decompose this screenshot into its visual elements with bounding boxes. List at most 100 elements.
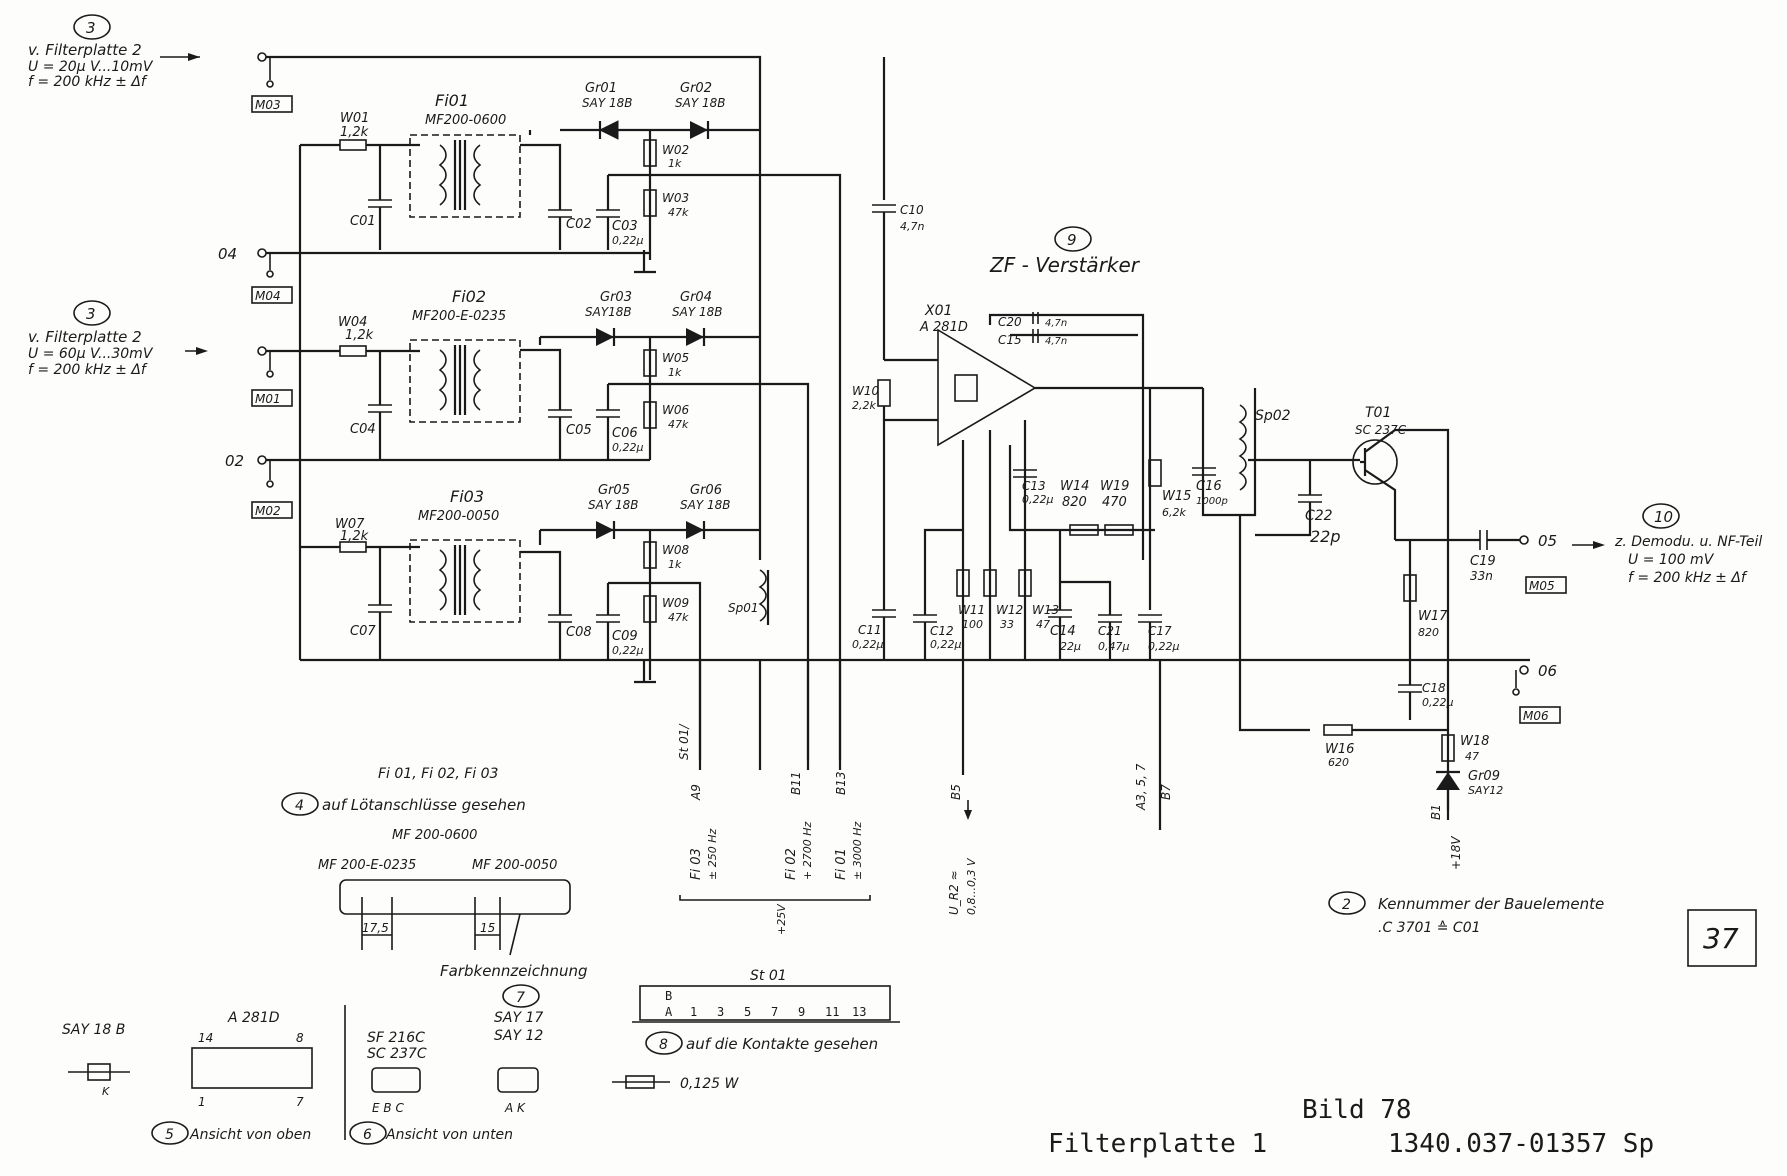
svg-text:Kennummer der Bauelemente: Kennummer der Bauelemente [1378, 895, 1604, 913]
svg-text:W07: W07 [335, 517, 365, 532]
svg-text:4,7n: 4,7n [1045, 336, 1067, 347]
svg-text:± 3000 Hz: ± 3000 Hz [851, 822, 864, 880]
svg-text:± 250 Hz: ± 250 Hz [706, 829, 719, 880]
svg-text:T01: T01 [1365, 405, 1391, 421]
svg-text:W14: W14 [1060, 479, 1089, 494]
svg-text:Ansicht von unten: Ansicht von unten [385, 1127, 513, 1143]
svg-text:0,22μ: 0,22μ [852, 638, 884, 651]
svg-text:U = 100 mV: U = 100 mV [1628, 552, 1715, 568]
svg-text:C16: C16 [1196, 479, 1222, 494]
svg-text:7: 7 [516, 990, 525, 1006]
svg-text:14: 14 [198, 1031, 213, 1045]
svg-text:St 01: St 01 [750, 968, 787, 984]
svg-text:5: 5 [165, 1127, 174, 1143]
svg-text:+25V: +25V [775, 903, 788, 935]
svg-text:0,22μ: 0,22μ [612, 644, 644, 657]
svg-text:Gr02: Gr02 [680, 81, 712, 96]
svg-text:1k: 1k [668, 366, 682, 379]
svg-text:47: 47 [1036, 618, 1050, 631]
svg-text:v. Filterplatte 2: v. Filterplatte 2 [28, 328, 142, 346]
svg-text:Farbkennzeichnung: Farbkennzeichnung [440, 962, 588, 980]
svg-text:W06: W06 [662, 403, 690, 417]
svg-text:Gr03: Gr03 [600, 290, 632, 305]
svg-text:1000p: 1000p [1196, 496, 1228, 507]
svg-text:C18: C18 [1422, 681, 1446, 695]
svg-text:X01: X01 [924, 303, 952, 319]
svg-text:Gr04: Gr04 [680, 290, 712, 305]
svg-text:Fi 02: Fi 02 [784, 848, 799, 880]
svg-text:37: 37 [1703, 922, 1739, 955]
svg-text:6,2k: 6,2k [1162, 506, 1186, 519]
svg-text:MF200-E-0235: MF200-E-0235 [412, 309, 506, 324]
svg-text:100: 100 [962, 618, 983, 631]
connector-pin-number: 9 [798, 1005, 805, 1019]
input-01-annotation: 3 v. Filterplatte 2 U = 60μ V...30mV f =… [28, 300, 208, 378]
svg-text:6: 6 [363, 1127, 372, 1143]
svg-text:K: K [102, 1085, 110, 1098]
svg-text:Ansicht von oben: Ansicht von oben [189, 1127, 311, 1143]
svg-text:SAY 18B: SAY 18B [672, 305, 722, 319]
svg-text:C10: C10 [900, 203, 924, 217]
svg-text:Sp02: Sp02 [1255, 408, 1291, 424]
svg-text:33n: 33n [1470, 569, 1493, 583]
svg-text:SAY 18B: SAY 18B [588, 498, 638, 512]
svg-text:02: 02 [225, 452, 244, 470]
svg-text:W01: W01 [340, 111, 369, 126]
svg-text:M02: M02 [255, 504, 281, 518]
svg-text:W16: W16 [1325, 742, 1354, 757]
svg-text:SAY12: SAY12 [1468, 784, 1503, 797]
svg-text:C02: C02 [566, 217, 592, 232]
svg-text:ZF - Verstärker: ZF - Verstärker [989, 253, 1141, 277]
svg-text:W19: W19 [1100, 479, 1129, 494]
svg-text:z. Demodu. u. NF-Teil: z. Demodu. u. NF-Teil [1614, 534, 1762, 550]
svg-text:47k: 47k [668, 206, 689, 219]
svg-text:470: 470 [1102, 495, 1127, 510]
svg-text:8: 8 [296, 1031, 304, 1045]
svg-text:C03: C03 [612, 219, 638, 234]
svg-text:47k: 47k [668, 418, 689, 431]
svg-text:f = 200 kHz ± Δf: f = 200 kHz ± Δf [28, 74, 148, 90]
svg-text:1340.037-01357 Sp: 1340.037-01357 Sp [1388, 1129, 1654, 1159]
svg-text:MF200-0050: MF200-0050 [418, 509, 499, 524]
svg-text:SC 237C: SC 237C [1355, 423, 1407, 437]
svg-text:0,22μ: 0,22μ [612, 234, 644, 247]
svg-text:Fi 01, Fi 02, Fi 03: Fi 01, Fi 02, Fi 03 [378, 766, 498, 782]
svg-text:SAY 18B: SAY 18B [582, 96, 632, 110]
svg-text:4: 4 [295, 798, 304, 814]
svg-text:9: 9 [1067, 231, 1077, 249]
svg-text:15: 15 [480, 921, 495, 935]
svg-text:B: B [665, 989, 672, 1003]
svg-text:Fi 01: Fi 01 [834, 848, 849, 880]
svg-text:+ 2700 Hz: + 2700 Hz [801, 822, 814, 880]
svg-text:Sp01: Sp01 [728, 601, 759, 615]
svg-text:0,22μ: 0,22μ [1148, 640, 1180, 653]
svg-text:Gr01: Gr01 [585, 81, 617, 96]
svg-text:33: 33 [1000, 618, 1014, 631]
connector-pin-number: 13 [852, 1005, 866, 1019]
svg-text:SAY 17: SAY 17 [494, 1010, 543, 1026]
svg-text:7: 7 [296, 1095, 304, 1109]
svg-text:B7: B7 [1159, 784, 1173, 800]
svg-text:W09: W09 [662, 596, 689, 610]
input-03-annotation: 3 v. Filterplatte 2 U = 20μ V...10mV f =… [28, 14, 200, 90]
svg-text:M04: M04 [255, 289, 281, 303]
svg-text:Gr09: Gr09 [1468, 769, 1500, 784]
svg-text:M01: M01 [255, 392, 281, 406]
svg-text:A 281D: A 281D [227, 1010, 280, 1026]
svg-text:C21: C21 [1098, 624, 1122, 638]
connector-pin-number: 5 [744, 1005, 751, 1019]
svg-text:1,2k: 1,2k [345, 328, 374, 343]
svg-text:1,2k: 1,2k [340, 125, 369, 140]
svg-text:06: 06 [1538, 662, 1557, 680]
svg-text:Fi 03: Fi 03 [689, 848, 704, 880]
svg-text:v. Filterplatte 2: v. Filterplatte 2 [28, 41, 142, 59]
svg-text:B5: B5 [949, 784, 963, 800]
svg-text:W17: W17 [1418, 609, 1448, 624]
svg-text:W13: W13 [1032, 603, 1059, 617]
svg-text:f = 200 kHz ± Δf: f = 200 kHz ± Δf [28, 362, 148, 378]
svg-text:1: 1 [198, 1095, 206, 1109]
svg-text:C04: C04 [350, 422, 376, 437]
svg-text:C14: C14 [1050, 624, 1076, 639]
